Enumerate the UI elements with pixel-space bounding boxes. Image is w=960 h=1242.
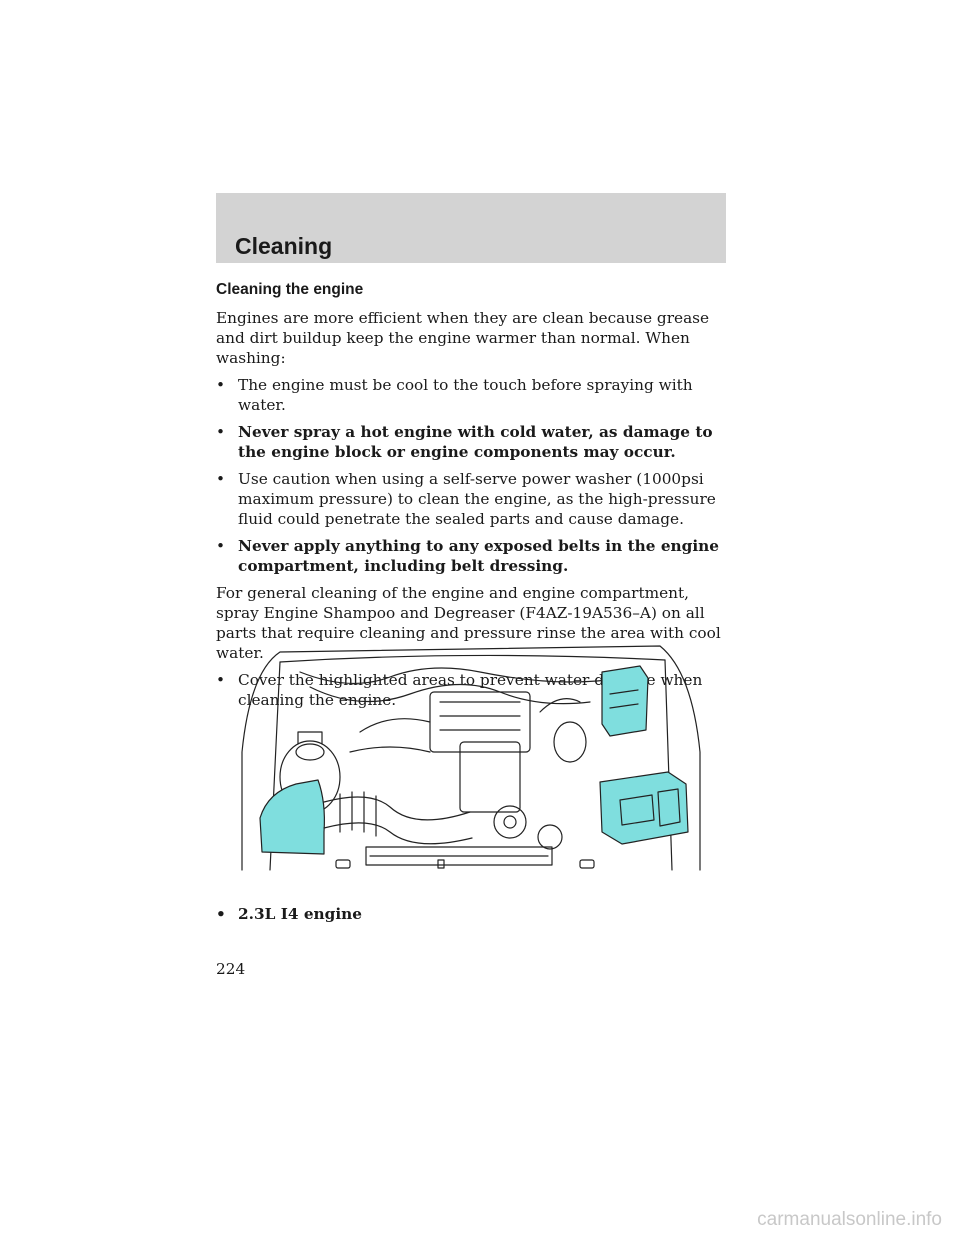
bullet-text: Never spray a hot engine with cold water…: [238, 423, 713, 461]
bullet-text: Never apply anything to any exposed belt…: [238, 537, 720, 575]
section-heading: Cleaning the engine: [216, 281, 364, 298]
bullet-item: • Never spray a hot engine with cold wat…: [216, 422, 736, 462]
bullet-dot: •: [216, 905, 226, 923]
highlight-power-distribution-box: [601, 665, 649, 737]
bullet-dot: •: [216, 376, 226, 394]
intro-paragraph: Engines are more efficient when they are…: [216, 309, 710, 367]
bullet-item: • The engine must be cool to the touch b…: [216, 375, 736, 415]
bullet-item: • Use caution when using a self-serve po…: [216, 469, 736, 529]
bullet-text: Use caution when using a self-serve powe…: [238, 470, 716, 528]
bullet-dot: •: [216, 470, 226, 488]
main-content: Cleaning the engine Engines are more eff…: [216, 280, 736, 717]
bullet-dot: •: [216, 423, 226, 441]
watermark: carmanualsonline.info: [757, 1209, 942, 1230]
page-number: 224: [216, 960, 246, 978]
bullet-text: The engine must be cool to the touch bef…: [238, 376, 693, 414]
page-title: Cleaning: [235, 233, 333, 259]
general-cleaning-paragraph: For general cleaning of the engine and e…: [216, 584, 721, 662]
bullet-dot: •: [216, 671, 226, 689]
highlight-battery: [599, 771, 689, 845]
figure-caption: • 2.3L I4 engine: [216, 904, 716, 924]
bullet-dot: •: [216, 537, 226, 555]
caption-text: 2.3L I4 engine: [238, 905, 363, 923]
bullet-item: • Never apply anything to any exposed be…: [216, 536, 736, 576]
highlight-air-filter-box: [259, 779, 325, 855]
engine-compartment-illustration: [241, 645, 701, 871]
header-band: [216, 193, 726, 263]
